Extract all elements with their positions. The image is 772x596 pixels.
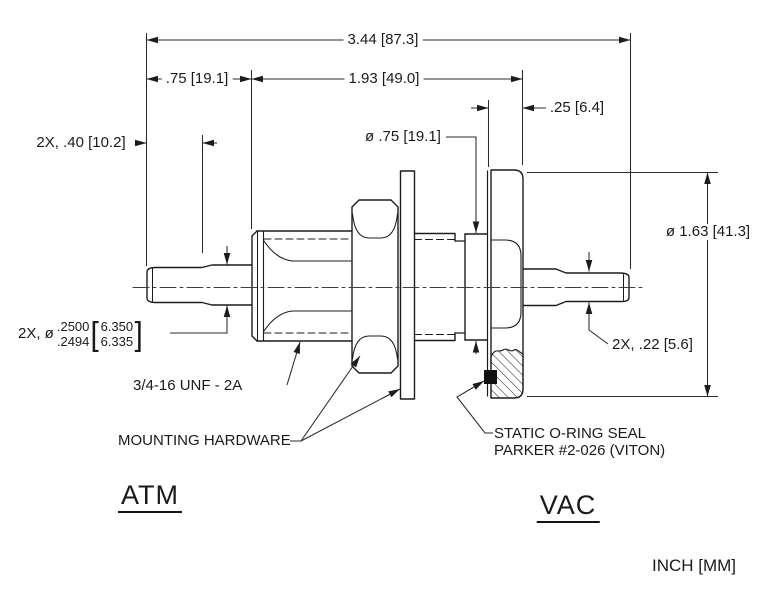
hex-nut: [351, 199, 399, 374]
nut-facet-lines: [351, 213, 399, 360]
oring-callout: STATIC O-RING SEAL PARKER #2-026 (VITON): [494, 425, 666, 459]
hex-facet-lines: [263, 240, 353, 332]
vac-side-label: VAC: [536, 491, 600, 523]
oring-line1: STATIC O-RING SEAL: [494, 425, 646, 442]
dim-flange-thickness-label: .25 [6.4]: [545, 100, 609, 116]
thread-section: [413, 232, 466, 342]
mounting-leader-plate: [300, 388, 401, 442]
thread-leader: [286, 341, 301, 386]
atm-pin: [146, 264, 253, 306]
dim-tip-diameter-label: 2X, .22 [5.6]: [612, 336, 693, 353]
flange-boss-contour: [491, 239, 522, 329]
dim-pin-tip-length-label: 2X, .40 [10.2]: [36, 134, 126, 151]
tolerance-mm-stack: 6.350 6.335: [100, 319, 134, 349]
dim-mid-length-label: 1.93 [49.0]: [344, 71, 424, 87]
pin-diameter-tolerance: 2X, ø .2500 .2494 [ 6.350 6.335 ]: [18, 315, 144, 352]
o-ring: [484, 370, 497, 384]
dim-left-length-label: .75 [19.1]: [161, 71, 233, 87]
atm-side-label: ATM: [118, 481, 182, 513]
mounting-hardware-label: MOUNTING HARDWARE: [118, 432, 291, 449]
oring-line2: PARKER #2-026 (VITON): [494, 441, 666, 459]
dim-body-diameter-label: ø .75 [19.1]: [361, 129, 445, 145]
mounting-plate: [399, 170, 416, 400]
thread-callout-label: 3/4-16 UNF - 2A: [133, 377, 243, 394]
thread-hidden-lines: [263, 238, 353, 334]
tolerance-prefix: 2X, ø: [18, 325, 54, 342]
units-note: INCH [MM]: [651, 556, 737, 575]
threaded-hex-body: [251, 230, 353, 342]
tolerance-inch-stack: .2500 .2494: [56, 319, 90, 349]
dim-flange-diameter-label: ø 1.63 [41.3]: [661, 224, 755, 240]
dim-overall-label: 3.44 [87.3]: [343, 32, 423, 48]
bracket-close: ]: [134, 315, 143, 352]
oring-leader: [456, 380, 493, 434]
bracket-open: [: [90, 315, 100, 352]
section-hatch: [490, 348, 524, 399]
thread-relief-groove: [454, 240, 466, 334]
